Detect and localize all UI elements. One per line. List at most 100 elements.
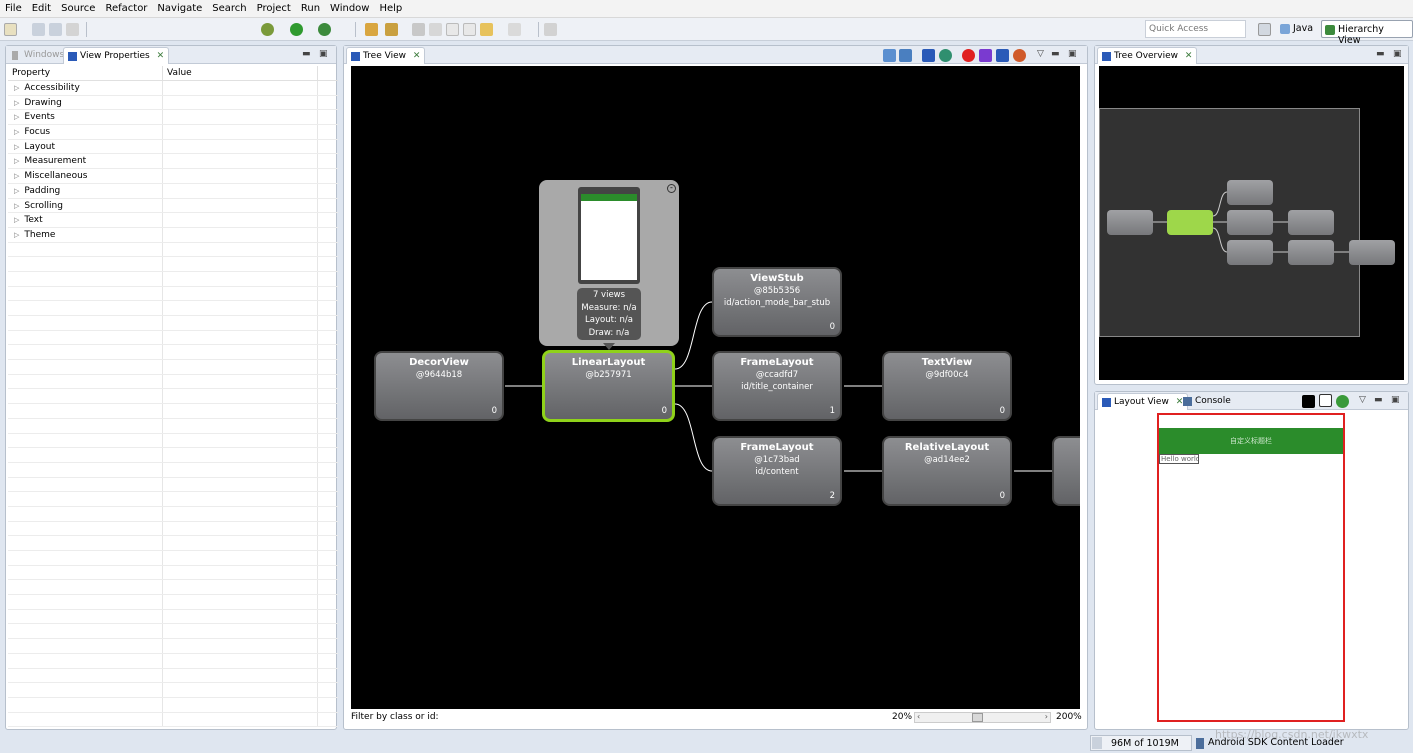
menu-window[interactable]: Window: [330, 3, 370, 14]
property-category-row[interactable]: ▷Accessibility: [8, 81, 338, 96]
invalidate-layout-icon[interactable]: [962, 49, 975, 62]
forward-arrow-icon[interactable]: [508, 23, 521, 36]
save-icon[interactable]: [32, 23, 45, 36]
maximize-icon[interactable]: ▣: [1393, 49, 1402, 59]
run-icon[interactable]: [290, 23, 303, 36]
pen-icon[interactable]: [429, 23, 442, 36]
node-partially-visible[interactable]: [1052, 436, 1080, 506]
property-category-row[interactable]: ▷Events: [8, 110, 338, 126]
menu-edit[interactable]: Edit: [31, 3, 52, 14]
node-linearlayout[interactable]: LinearLayout @b257971 0: [542, 350, 675, 422]
tab-tree-overview[interactable]: Tree Overview ✕: [1097, 47, 1198, 64]
tree-overview-canvas[interactable]: [1099, 66, 1404, 380]
tab-layout-view[interactable]: Layout View ✕: [1097, 393, 1189, 410]
column-value[interactable]: Value: [163, 66, 318, 80]
column-property[interactable]: Property: [8, 66, 163, 80]
load-all-views-icon[interactable]: [922, 49, 935, 62]
tab-tree-view[interactable]: Tree View ✕: [346, 47, 426, 64]
minimize-icon[interactable]: ▬: [302, 49, 311, 59]
perspective-java[interactable]: Java: [1277, 20, 1317, 38]
node-viewstub[interactable]: ViewStub @85b5356 id/action_mode_bar_stu…: [712, 267, 842, 337]
property-category-row[interactable]: ▷Measurement: [8, 154, 338, 170]
view-menu-icon[interactable]: ▽: [1359, 395, 1366, 405]
debug-icon[interactable]: [261, 23, 274, 36]
expand-triangle-icon[interactable]: ▷: [14, 142, 20, 151]
property-category-row[interactable]: ▷Drawing: [8, 95, 338, 111]
tab-view-properties[interactable]: View Properties ✕: [63, 47, 170, 64]
expand-triangle-icon[interactable]: ▷: [14, 201, 20, 210]
expand-triangle-icon[interactable]: ▷: [14, 216, 20, 225]
print-icon[interactable]: [66, 23, 79, 36]
minimize-icon[interactable]: ▬: [1374, 395, 1383, 405]
zoom-slider[interactable]: ‹ ›: [914, 712, 1051, 723]
pin-icon[interactable]: [544, 23, 557, 36]
save-all-icon[interactable]: [49, 23, 62, 36]
capture-layers-icon[interactable]: [899, 49, 912, 62]
menu-help[interactable]: Help: [379, 3, 403, 14]
perspective-hierarchy-view[interactable]: Hierarchy View: [1321, 20, 1413, 46]
open-type-icon[interactable]: [365, 23, 378, 36]
expand-triangle-icon[interactable]: ▷: [14, 230, 20, 239]
node-relativelayout[interactable]: RelativeLayout @ad14ee2 0: [882, 436, 1012, 506]
request-layout-icon[interactable]: [979, 49, 992, 62]
external-tools-icon[interactable]: [318, 23, 331, 36]
layout-preview-frame[interactable]: 自定义标题栏 Hello world!: [1157, 413, 1345, 722]
menu-project[interactable]: Project: [256, 3, 291, 14]
close-icon[interactable]: ✕: [1175, 397, 1184, 407]
expand-triangle-icon[interactable]: ▷: [14, 186, 20, 195]
tree-canvas[interactable]: - 7 views Measure: n/a Layout: n/a Draw:…: [351, 66, 1080, 709]
new-icon[interactable]: [4, 23, 17, 36]
quick-access-input[interactable]: Quick Access: [1145, 20, 1246, 38]
expand-triangle-icon[interactable]: ▷: [14, 172, 20, 181]
property-category-row[interactable]: ▷Theme: [8, 227, 338, 243]
expand-triangle-icon[interactable]: ▷: [14, 113, 20, 122]
close-icon[interactable]: ✕: [1184, 51, 1193, 61]
zoom-slider-thumb[interactable]: [972, 713, 983, 722]
dump-display-list-icon[interactable]: [996, 49, 1009, 62]
page-alt-icon[interactable]: [463, 23, 476, 36]
property-category-row[interactable]: ▷Padding: [8, 183, 338, 199]
property-category-row[interactable]: ▷Scrolling: [8, 198, 338, 214]
show-extras-icon[interactable]: [1319, 394, 1332, 407]
open-perspective-icon[interactable]: [1258, 23, 1271, 36]
tab-windows[interactable]: Windows: [8, 47, 68, 64]
annotation-icon[interactable]: [412, 23, 425, 36]
profile-nodes-icon[interactable]: [1013, 49, 1026, 62]
node-framelayout-title[interactable]: FrameLayout @ccadfd7 id/title_container …: [712, 351, 842, 421]
node-textview[interactable]: TextView @9df00c4 0: [882, 351, 1012, 421]
tab-console[interactable]: Console: [1179, 393, 1235, 410]
menu-source[interactable]: Source: [61, 3, 96, 14]
menu-run[interactable]: Run: [300, 3, 321, 14]
maximize-icon[interactable]: ▣: [1391, 395, 1400, 405]
close-icon[interactable]: ✕: [156, 51, 165, 61]
expand-triangle-icon[interactable]: ▷: [14, 84, 20, 92]
load-overlay-icon[interactable]: [1336, 395, 1349, 408]
view-menu-icon[interactable]: ▽: [1037, 49, 1044, 59]
black-background-icon[interactable]: [1302, 395, 1315, 408]
property-category-row[interactable]: ▷Focus: [8, 125, 338, 140]
search-icon[interactable]: [385, 23, 398, 36]
minimize-icon[interactable]: ▬: [1051, 49, 1060, 59]
maximize-icon[interactable]: ▣: [1068, 49, 1077, 59]
heap-status[interactable]: 96M of 1019M: [1090, 735, 1192, 751]
close-icon[interactable]: ✕: [412, 51, 421, 61]
expand-triangle-icon[interactable]: ▷: [14, 128, 20, 137]
page-icon[interactable]: [446, 23, 459, 36]
menu-navigate[interactable]: Navigate: [157, 3, 203, 14]
node-decorview[interactable]: DecorView @9644b18 0: [374, 351, 504, 421]
collapse-icon[interactable]: -: [667, 184, 676, 193]
minimize-icon[interactable]: ▬: [1376, 49, 1385, 59]
slider-left-arrow-icon[interactable]: ‹: [917, 712, 921, 721]
property-category-row[interactable]: ▷Layout: [8, 139, 338, 155]
property-category-row[interactable]: ▷Text: [8, 213, 338, 228]
expand-triangle-icon[interactable]: ▷: [14, 98, 20, 107]
node-framelayout-content[interactable]: FrameLayout @1c73bad id/content 2: [712, 436, 842, 506]
menu-file[interactable]: File: [5, 3, 22, 14]
save-as-png-icon[interactable]: [883, 49, 896, 62]
display-view-icon[interactable]: [939, 49, 952, 62]
slider-right-arrow-icon[interactable]: ›: [1044, 712, 1048, 721]
back-arrow-icon[interactable]: [480, 23, 493, 36]
expand-triangle-icon[interactable]: ▷: [14, 157, 20, 166]
property-category-row[interactable]: ▷Miscellaneous: [8, 169, 338, 184]
menu-search[interactable]: Search: [212, 3, 247, 14]
